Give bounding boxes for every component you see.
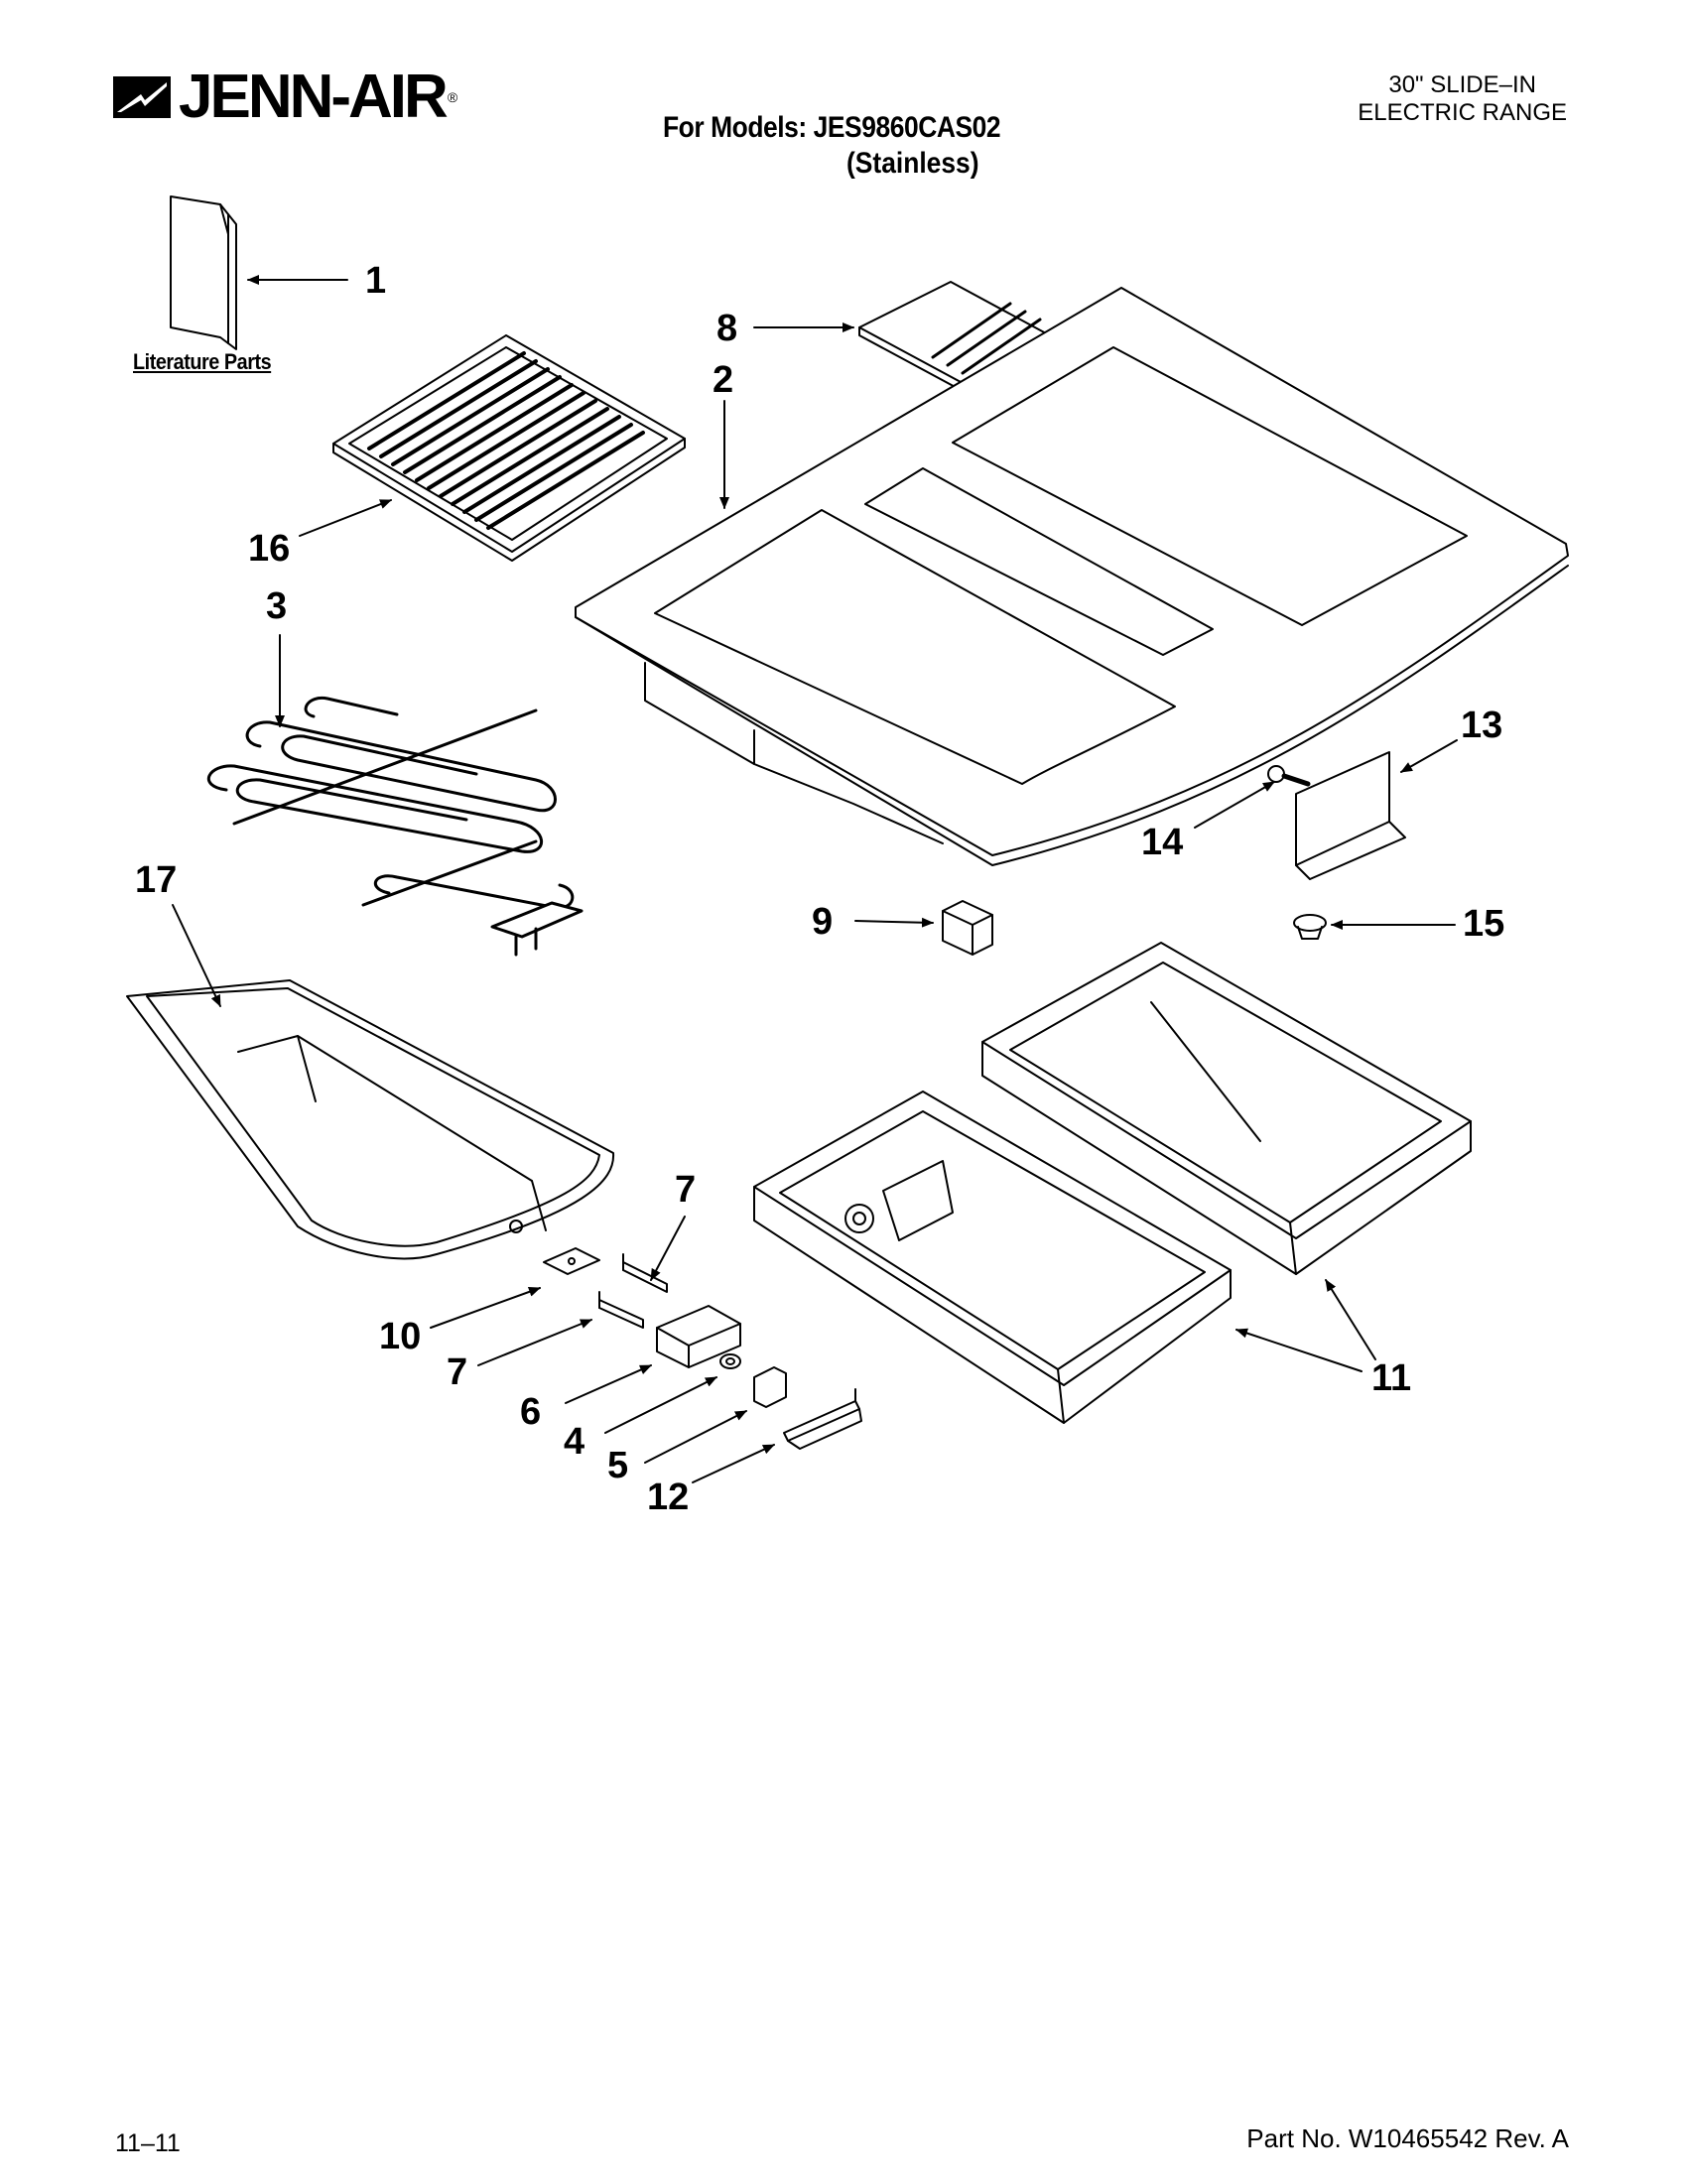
models-label: For Models: JES9860CAS02 xyxy=(663,111,1001,144)
callout-13: 13 xyxy=(1461,705,1503,746)
part-6-terminal-block xyxy=(656,1305,741,1368)
callout-4: 4 xyxy=(564,1421,585,1463)
callout-12: 12 xyxy=(647,1477,690,1518)
registered-mark: ® xyxy=(447,88,458,105)
footer-date: 11–11 xyxy=(115,2129,181,2157)
callout-15: 15 xyxy=(1463,903,1505,945)
part-7-clip-lower xyxy=(598,1291,644,1329)
callout-16: 16 xyxy=(248,528,291,570)
finish-label: (Stainless) xyxy=(846,147,979,180)
callout-3: 3 xyxy=(266,585,288,627)
part-9-spacer xyxy=(942,900,993,956)
callout-7-lower: 7 xyxy=(447,1351,468,1393)
part-11-drawer-lower xyxy=(753,1091,1232,1424)
part-3-element xyxy=(206,696,584,957)
callout-2: 2 xyxy=(713,359,734,401)
part-13-bracket xyxy=(1295,751,1406,880)
part-17-drip-pan xyxy=(126,979,615,1260)
product-line-1: 30" SLIDE–IN xyxy=(1388,71,1536,98)
part-4-grommet xyxy=(719,1353,741,1369)
part-10-label xyxy=(543,1247,600,1275)
callout-17: 17 xyxy=(135,859,178,901)
callout-10: 10 xyxy=(379,1316,422,1357)
leader-lines xyxy=(172,275,1458,1483)
part-1-literature xyxy=(170,195,237,350)
callout-7-upper: 7 xyxy=(675,1169,697,1211)
callout-14: 14 xyxy=(1141,822,1184,863)
callout-5: 5 xyxy=(607,1445,629,1486)
part-12-bracket xyxy=(783,1388,862,1450)
footer-part-number: Part No. W10465542 Rev. A xyxy=(1246,2123,1569,2153)
part-7-clip-upper xyxy=(622,1253,668,1293)
callout-1: 1 xyxy=(365,260,387,302)
brand-logo: JENN-AIR ® xyxy=(111,60,457,134)
callout-11: 11 xyxy=(1371,1357,1412,1399)
literature-parts-label: Literature Parts xyxy=(133,349,272,374)
callout-6: 6 xyxy=(520,1391,542,1433)
part-15-plug xyxy=(1293,914,1327,940)
brand-name: JENN-AIR xyxy=(179,62,449,131)
part-5-clip xyxy=(753,1366,787,1408)
callout-8: 8 xyxy=(716,308,738,349)
product-type: 30" SLIDE–IN ELECTRIC RANGE xyxy=(1358,71,1567,127)
jenn-air-logo-icon xyxy=(113,75,171,118)
part-16-grill-grate xyxy=(332,334,686,562)
part-11-drawer-upper xyxy=(981,942,1472,1275)
part-14-screw xyxy=(1267,765,1311,787)
product-line-2: ELECTRIC RANGE xyxy=(1358,99,1567,126)
callout-9: 9 xyxy=(812,901,834,943)
part-2-cooktop xyxy=(575,287,1569,866)
